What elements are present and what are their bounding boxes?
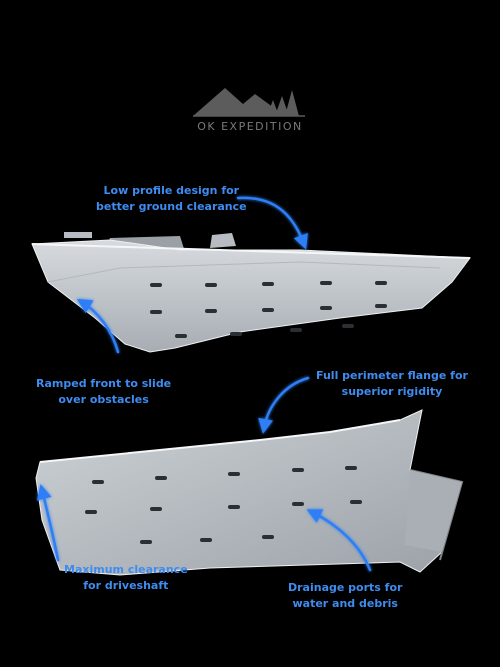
skid-plate-top [31, 232, 471, 353]
mountain-pine-icon [193, 88, 305, 117]
callout-ramped-front-line1: Ramped front to slide [36, 377, 172, 390]
callout-ramped-front-line2: over obstacles [58, 393, 149, 406]
callout-perimeter-flange: Full perimeter flange for superior rigid… [316, 368, 468, 400]
skid-plate-bottom [35, 409, 464, 576]
callout-perimeter-flange-line1: Full perimeter flange for [316, 369, 468, 382]
arrow-ramped-front [76, 298, 120, 354]
arrow-perimeter-flange [258, 376, 310, 434]
callout-drainage-line2: water and debris [292, 597, 398, 610]
callout-max-clearance-line2: for driveshaft [83, 579, 169, 592]
arrow-low-profile [236, 196, 308, 250]
brand-logo: OK EXPEDITION [185, 80, 315, 140]
callout-drainage: Drainage ports for water and debris [288, 580, 402, 612]
callout-low-profile-line2: better ground clearance [96, 200, 247, 213]
callout-low-profile-line1: Low profile design for [103, 184, 240, 197]
callout-low-profile: Low profile design for better ground cle… [96, 183, 247, 215]
callout-drainage-line1: Drainage ports for [288, 581, 403, 594]
arrow-max-clearance [36, 484, 60, 562]
arrow-drainage [306, 509, 372, 572]
callout-ramped-front: Ramped front to slide over obstacles [36, 376, 171, 408]
callout-arrows [36, 196, 372, 572]
callout-max-clearance-line1: Maximum clearance [64, 563, 188, 576]
callout-max-clearance: Maximum clearance for driveshaft [64, 562, 188, 594]
logo-text: OK EXPEDITION [197, 120, 303, 133]
callout-perimeter-flange-line2: superior rigidity [341, 385, 443, 398]
